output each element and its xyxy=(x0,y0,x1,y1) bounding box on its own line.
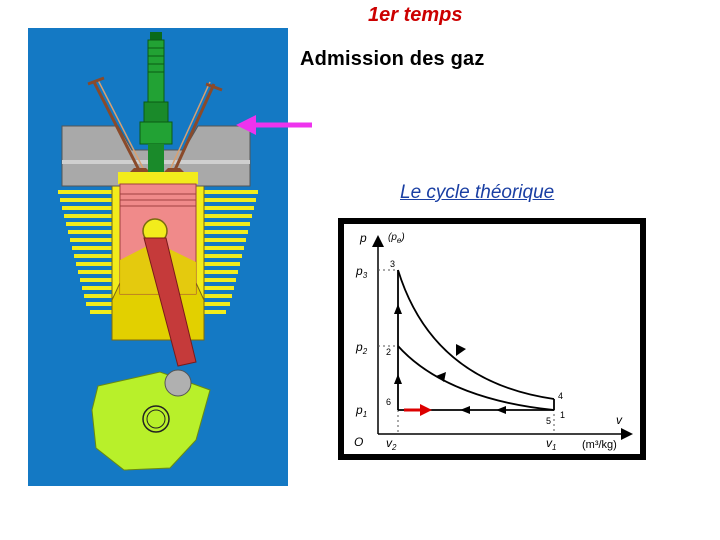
arrow-up-1 xyxy=(394,304,402,314)
point-6: 6 xyxy=(386,397,391,407)
origin-label: O xyxy=(354,435,363,449)
point-5: 5 xyxy=(546,416,551,426)
tick-p3: p3 xyxy=(355,264,368,280)
point-2: 2 xyxy=(386,347,391,357)
cycle-theorique-link[interactable]: Le cycle théorique xyxy=(400,182,555,203)
tick-p2: p2 xyxy=(355,340,368,356)
compression-curve xyxy=(397,345,555,411)
red-intake-arrow xyxy=(420,404,432,416)
units-label: (m³/kg) xyxy=(582,439,617,451)
arrow-exhaust xyxy=(460,406,470,414)
p-axis-label: p xyxy=(359,231,367,245)
intake-arrow xyxy=(236,115,312,135)
tick-v2: v2 xyxy=(386,436,397,452)
engine-illustration xyxy=(28,28,312,486)
arrow-expansion xyxy=(456,344,466,356)
crankshaft xyxy=(91,369,211,471)
v-axis-label: v xyxy=(616,413,623,427)
p-axis-sub: (pe) xyxy=(388,232,405,245)
crank-pin xyxy=(164,369,192,397)
arrow-exhaust-2 xyxy=(496,406,506,414)
tick-p1: p1 xyxy=(355,403,367,419)
point-1: 1 xyxy=(560,410,565,420)
slide-title: 1er temps xyxy=(368,4,463,26)
connecting-rod xyxy=(143,237,197,367)
arrow-up-2 xyxy=(394,374,402,384)
arrow-compression xyxy=(436,372,446,382)
slide-subtitle: Admission des gaz xyxy=(300,48,485,70)
spark-plug xyxy=(139,32,173,172)
tick-v1: v1 xyxy=(546,436,556,452)
pv-diagram: p (pe) v O (m³/kg) p3 p2 p1 v2 v1 3 2 6 … xyxy=(354,231,633,452)
point-3: 3 xyxy=(390,259,395,269)
combustion-chamber xyxy=(118,172,198,184)
pv-diagram-panel xyxy=(344,224,640,454)
expansion-curve xyxy=(397,269,555,400)
point-4: 4 xyxy=(558,391,563,401)
